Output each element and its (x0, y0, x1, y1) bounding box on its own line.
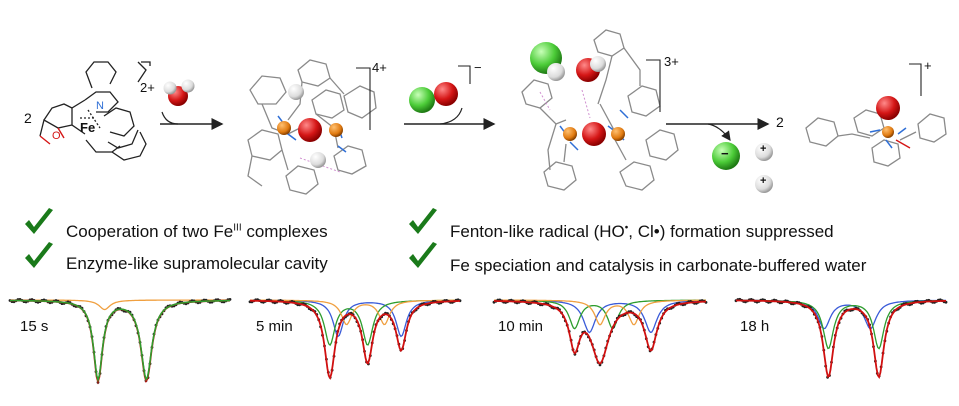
charge-dimer-adduct: 3+ (664, 54, 679, 69)
feature-fenton-suppressed: Fenton-like radical (HO•, Cl•) formation… (450, 222, 834, 241)
ion-proton-plus-1: + (760, 143, 767, 155)
spectrum-curve (10, 299, 231, 385)
spectrum-label-5min: 5 min (256, 318, 293, 335)
spectrum-curve (250, 299, 460, 381)
check-icon (409, 208, 437, 234)
monomer-structure (39, 61, 151, 161)
spectrum-label-15s: 15 s (20, 318, 49, 335)
released-ions (712, 142, 773, 193)
feature-speciation: Fe speciation and catalysis in carbonate… (450, 256, 867, 275)
product-structure (805, 109, 947, 167)
spectrum-curve (10, 300, 231, 382)
charge-monomer: 2+ (140, 80, 155, 95)
spectrum-label-10min: 10 min (498, 318, 544, 335)
ion-chloride-minus: − (721, 146, 729, 161)
reaction-arrow-2 (404, 107, 496, 130)
spectrum-curve (10, 299, 230, 383)
check-icon (25, 208, 53, 234)
spectrum-curve (494, 300, 706, 365)
charge-hypochlorite: − (474, 60, 482, 75)
coefficient-right: 2 (776, 114, 784, 130)
spectrum-curve (736, 300, 946, 378)
spectrum-curve (494, 299, 706, 326)
coefficient-left: 2 (24, 110, 32, 126)
atom-label-n: N (96, 100, 104, 112)
check-icon (25, 242, 53, 268)
spectra-group (8, 297, 948, 385)
spectrum-label-18h: 18 h (740, 318, 770, 335)
product-n-bonds (869, 127, 907, 149)
spectrum-curve (250, 299, 460, 326)
charge-product: + (924, 58, 932, 73)
atom-label-fe: Fe (80, 120, 96, 135)
ion-proton-plus-2: + (760, 175, 767, 187)
reaction-arrow-1 (160, 111, 224, 130)
feature-cooperation: Cooperation of two FeIII complexes (66, 222, 328, 241)
charge-dimer-cavity: 4+ (372, 60, 387, 75)
spectrum-curve (736, 299, 946, 380)
water-molecule (163, 79, 195, 106)
reaction-arrow-3 (666, 118, 770, 141)
feature-cavity: Enzyme-like supramolecular cavity (66, 254, 328, 273)
hypochlorite-ion (409, 82, 458, 113)
atom-label-o: O (52, 130, 61, 142)
check-icon (409, 242, 437, 268)
